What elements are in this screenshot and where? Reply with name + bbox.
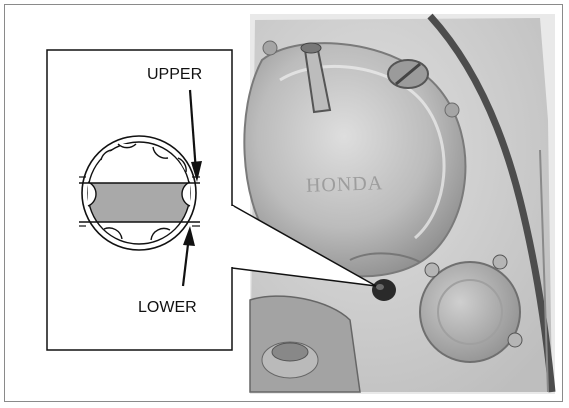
oil-filler-cap xyxy=(388,60,428,88)
oil-level-band xyxy=(80,183,200,222)
inspection-window xyxy=(372,279,396,301)
lower-label: LOWER xyxy=(138,299,197,316)
upper-label: UPPER xyxy=(147,66,202,83)
engine-brand-text: HONDA xyxy=(306,172,384,197)
engine-photo: HONDA xyxy=(244,14,555,394)
